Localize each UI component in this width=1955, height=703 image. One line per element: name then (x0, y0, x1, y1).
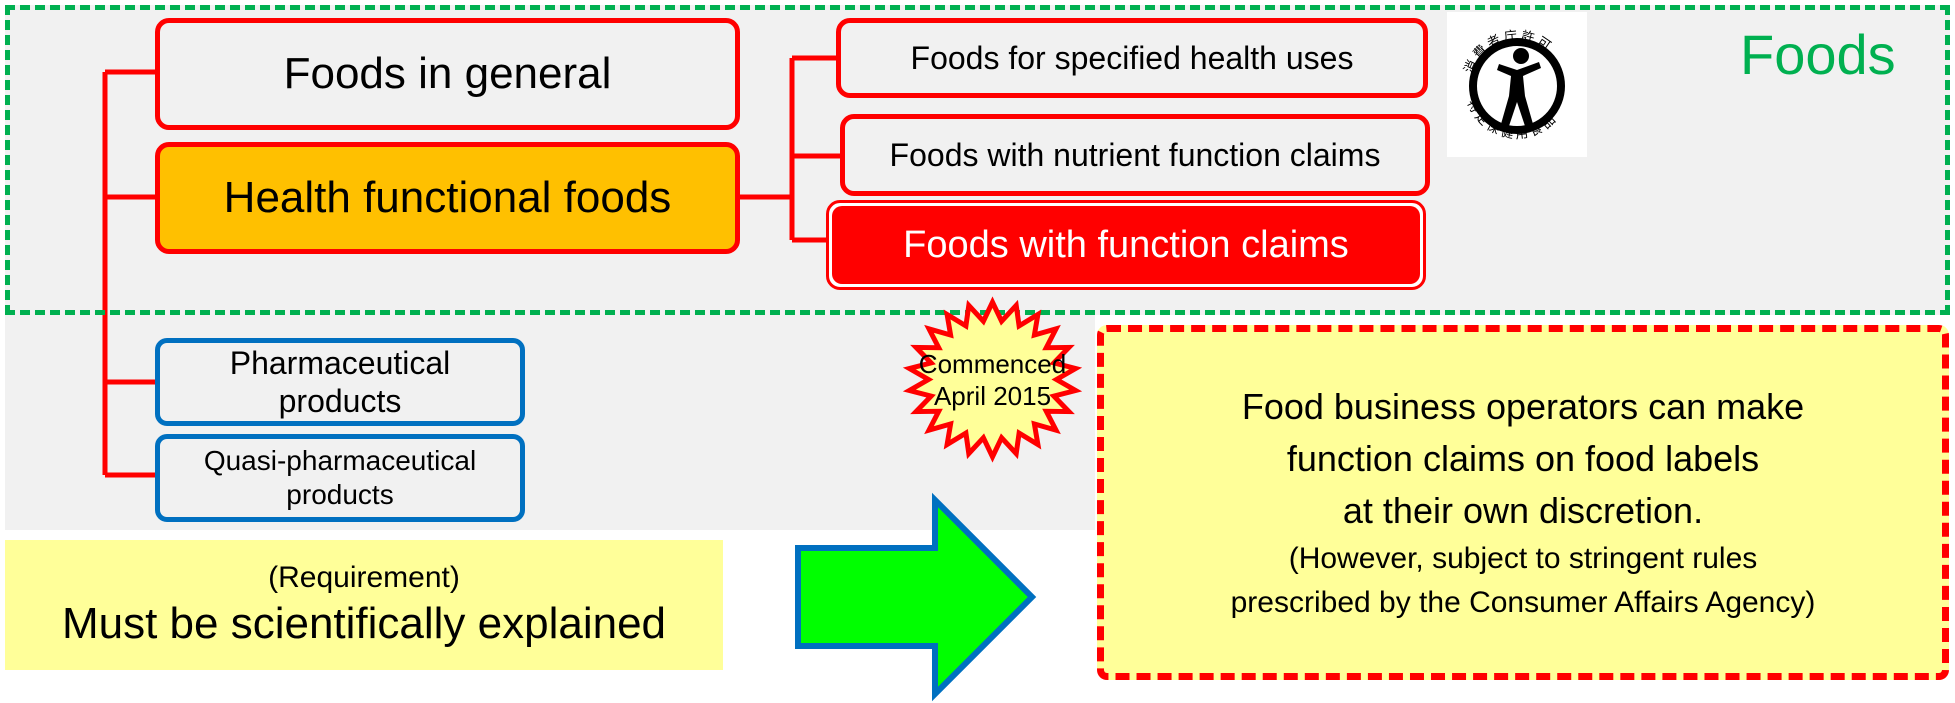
callout-note2: prescribed by the Consumer Affairs Agenc… (1230, 585, 1816, 619)
requirement-label: (Requirement) (268, 561, 460, 594)
requirement-text: Must be scientifically explained (61, 599, 667, 648)
starburst: Commenced April 2015 (902, 292, 1083, 467)
callout-line3: at their own discretion. (1342, 489, 1704, 531)
function-claims-node: Foods with function claims (832, 206, 1420, 284)
starburst-line1: Commenced (918, 348, 1067, 379)
callout-line2: function claims on food labels (1286, 437, 1760, 479)
pharmaceutical-node: Pharmaceutical products (155, 338, 525, 426)
specified-health-uses-node: Foods for specified health uses (836, 18, 1428, 98)
pharmaceutical-label: Pharmaceutical products (229, 344, 451, 419)
foods-region-label: Foods (1740, 23, 1896, 86)
starburst-line2: April 2015 (933, 380, 1052, 411)
fosho-logo-icon: 消費者庁許可 特定保健用食品 (1462, 28, 1565, 143)
specified-health-uses-label: Foods for specified health uses (910, 39, 1354, 76)
fosho-logo: 消費者庁許可 特定保健用食品 (1447, 12, 1587, 157)
callout-line1: Food business operators can make (1241, 385, 1805, 427)
callout-note1: (However, subject to stringent rules (1288, 541, 1758, 575)
health-functional-foods-node: Health functional foods (155, 142, 740, 254)
callout-box: Food business operators can make functio… (1097, 325, 1949, 680)
nutrient-function-claims-label: Foods with nutrient function claims (889, 136, 1381, 173)
nutrient-function-claims-node: Foods with nutrient function claims (840, 114, 1430, 196)
requirement-box: (Requirement) Must be scientifically exp… (5, 540, 723, 670)
foods-in-general-label: Foods in general (283, 49, 612, 98)
starburst-text: Commenced April 2015 (905, 292, 1080, 467)
health-functional-foods-label: Health functional foods (223, 173, 672, 222)
function-claims-label: Foods with function claims (903, 223, 1349, 266)
foods-in-general-node: Foods in general (155, 18, 740, 130)
quasi-pharmaceutical-node: Quasi-pharmaceutical products (155, 434, 525, 522)
starburst-icon (902, 296, 1083, 463)
quasi-pharmaceutical-label: Quasi-pharmaceutical products (203, 445, 477, 510)
